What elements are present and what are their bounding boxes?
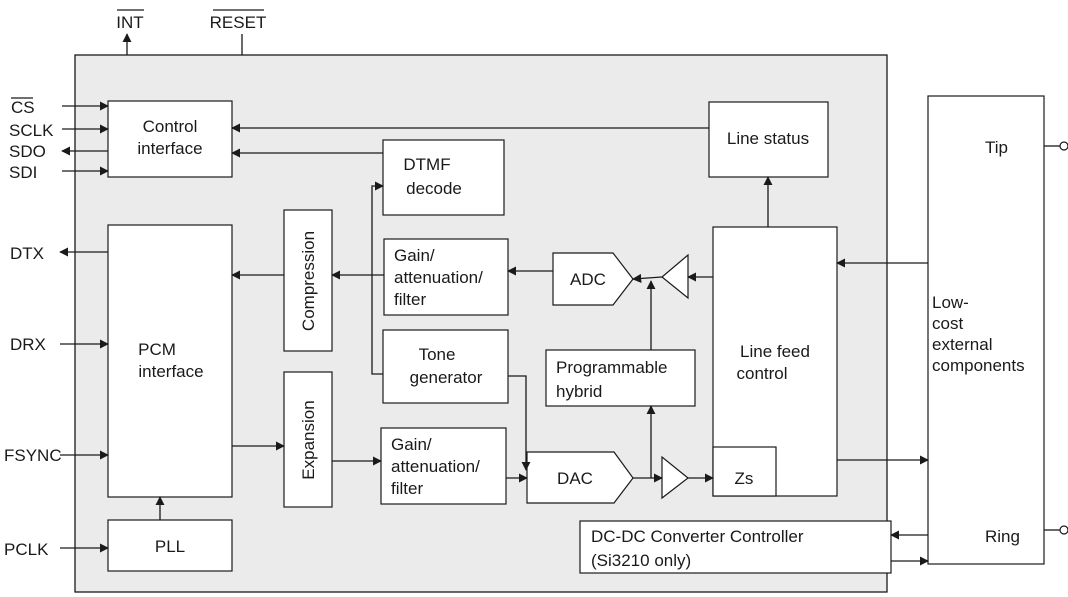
int-pin-label: INT [116, 13, 143, 32]
adc-shape [552, 252, 634, 306]
pcm-label-1: PCM [138, 340, 176, 359]
control-interface-block [107, 100, 233, 178]
pll-label: PLL [155, 537, 185, 556]
dtmf-label-1: DTMF [403, 155, 450, 174]
external-components-label-2: cost [932, 314, 963, 333]
line-status-label: Line status [727, 129, 809, 148]
gain-top-label-3: filter [394, 290, 426, 309]
adc-label: ADC [570, 270, 606, 289]
expansion-label: Expansion [299, 400, 318, 479]
zs-label: Zs [735, 469, 754, 488]
dtmf-label-2: decode [406, 179, 462, 198]
programmable-hybrid-block [545, 349, 696, 407]
fsync-pin-label: FSYNC [4, 446, 62, 465]
pll-block [107, 519, 233, 572]
compression-block [283, 209, 333, 352]
tip-terminal-icon [1059, 141, 1068, 151]
dcdc-label-1: DC-DC Converter Controller [591, 527, 804, 546]
control-interface-label-2: interface [137, 139, 202, 158]
dtx-pin-label: DTX [10, 244, 44, 263]
dtmf-decode-block [382, 139, 505, 216]
drx-pin-label: DRX [10, 335, 46, 354]
expansion-block [283, 371, 333, 508]
line-status-block [708, 101, 829, 178]
gain-bottom-label-2: attenuation/ [391, 457, 480, 476]
external-components-label-4: components [932, 356, 1025, 375]
gain-bottom-label-1: Gain/ [391, 435, 432, 454]
dac-shape [526, 451, 634, 504]
hybrid-label-2: hybrid [556, 382, 602, 401]
ring-label: Ring [985, 527, 1020, 546]
dac-label: DAC [557, 469, 593, 488]
pclk-pin-label: PCLK [4, 540, 49, 559]
reset-pin-label: RESET [210, 13, 267, 32]
sdo-pin-label: SDO [9, 142, 46, 161]
ring-terminal-icon [1059, 525, 1068, 535]
zs-block [712, 446, 777, 497]
gain-attenuation-filter-top-block [383, 238, 509, 316]
compression-label: Compression [299, 231, 318, 331]
external-components-label-1: Low- [932, 293, 969, 312]
external-components-box [927, 95, 1045, 565]
line-feed-label-1: Line feed [740, 342, 810, 361]
tone-generator-label-1: Tone [419, 345, 456, 364]
gain-top-label-1: Gain/ [394, 246, 435, 265]
tone-generator-block [382, 329, 509, 404]
pcm-label-2: interface [138, 362, 203, 381]
dcdc-converter-block [579, 520, 892, 574]
control-interface-label-1: Control [143, 117, 198, 136]
sdi-pin-label: SDI [9, 163, 37, 182]
dcdc-label-2: (Si3210 only) [591, 551, 691, 570]
pcm-interface-block [107, 224, 233, 498]
tone-generator-label-2: generator [410, 368, 483, 387]
gain-bottom-label-3: filter [391, 479, 423, 498]
tip-label: Tip [985, 138, 1008, 157]
gain-attenuation-filter-bottom-block [380, 427, 507, 505]
hybrid-label-1: Programmable [556, 358, 668, 377]
line-feed-label-2: control [736, 364, 787, 383]
sclk-pin-label: SCLK [9, 121, 54, 140]
gain-top-label-2: attenuation/ [394, 268, 483, 287]
cs-pin-label: CS [11, 98, 35, 117]
external-components-label-3: external [932, 335, 992, 354]
